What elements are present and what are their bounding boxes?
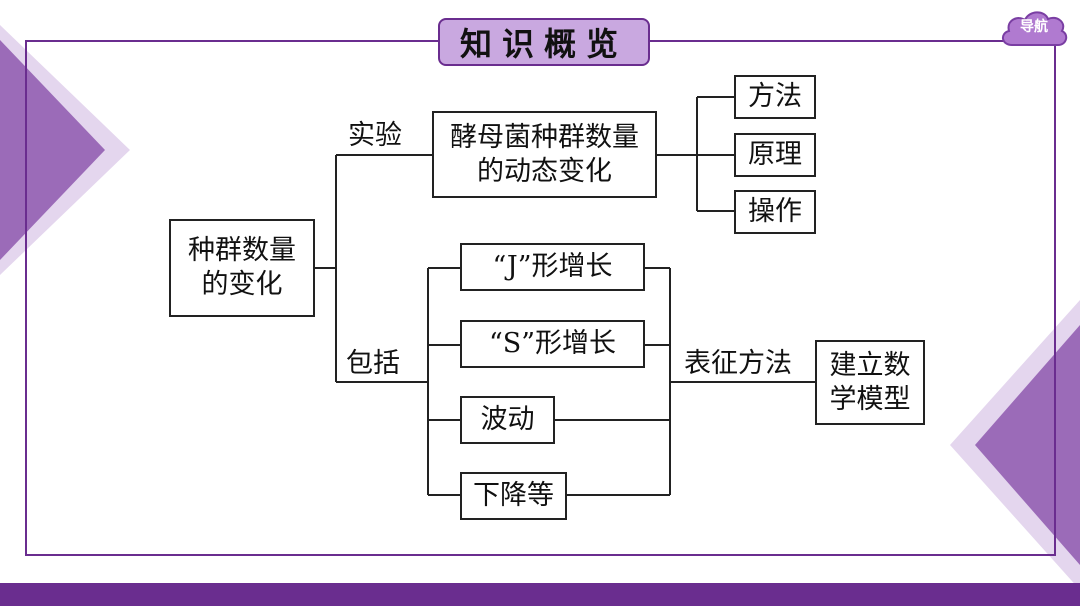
page-title: 知识概览 [438,18,650,66]
j-growth-node: “J”形增长 [460,243,645,291]
nav-button[interactable]: 导航 [1020,19,1048,35]
principle-node: 原理 [734,133,816,177]
operation-node: 操作 [734,190,816,234]
right-decor-triangle [950,300,1080,590]
experiment-edge-label: 实验 [348,120,402,151]
root-node: 种群数量的变化 [169,219,315,317]
includes-edge-label: 包括 [346,348,400,379]
s-growth-node: “S”形增长 [460,320,645,368]
experiment-node: 酵母菌种群数量的动态变化 [432,111,657,198]
decline-node: 下降等 [460,472,567,520]
math-model-node: 建立数学模型 [815,340,925,425]
method-edge-label: 表征方法 [684,348,792,379]
fluctuation-node: 波动 [460,396,555,444]
bottom-bar [0,583,1080,606]
cloud-icon[interactable] [998,5,1070,51]
method-node: 方法 [734,75,816,119]
